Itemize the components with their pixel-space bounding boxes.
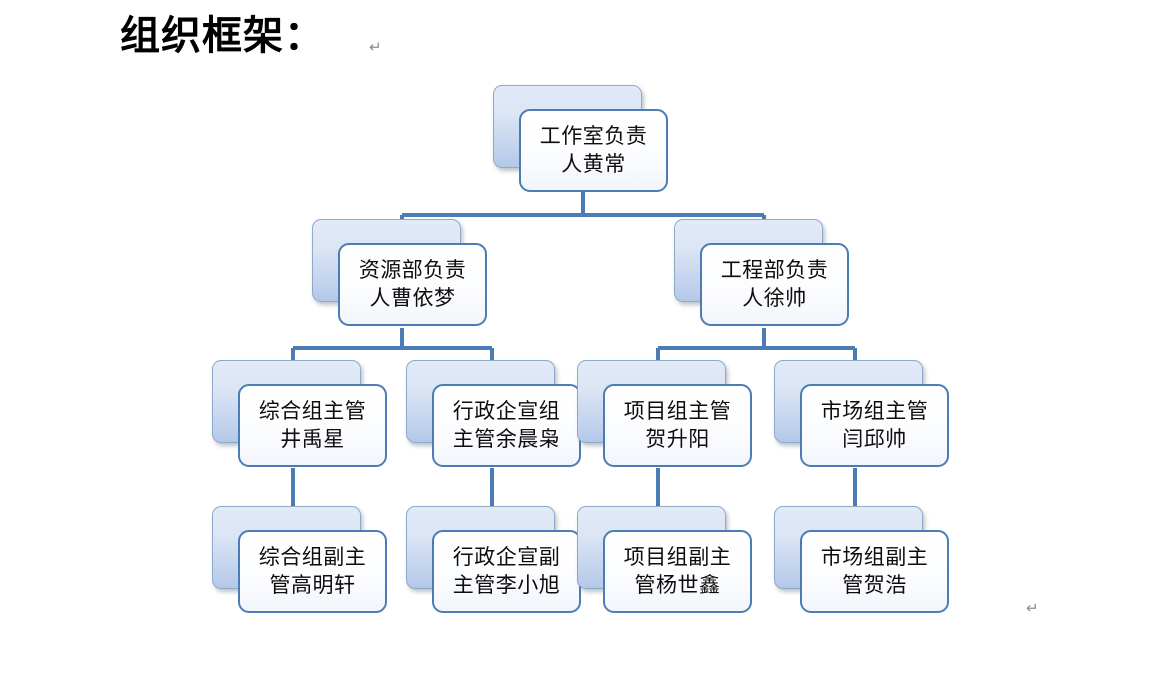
- node-label: 行政企宣副主管李小旭: [452, 545, 561, 597]
- node-label: 综合组副主管高明轩: [258, 545, 367, 597]
- org-node-n2[interactable]: 资源部负责人曹依梦: [312, 219, 487, 326]
- paragraph-mark-icon: ↵: [369, 39, 382, 56]
- node-label: 综合组主管井禹星: [258, 399, 367, 451]
- org-node-n1[interactable]: 工作室负责人黄常: [493, 85, 668, 192]
- node-box[interactable]: 行政企宣组主管余晨枭: [432, 384, 581, 467]
- org-node-n7[interactable]: 市场组主管闫邱帅: [774, 360, 949, 467]
- org-node-n11[interactable]: 市场组副主管贺浩: [774, 506, 949, 613]
- node-box[interactable]: 工作室负责人黄常: [519, 109, 668, 192]
- org-node-n8[interactable]: 综合组副主管高明轩: [212, 506, 387, 613]
- page-title: 组织框架：: [120, 13, 325, 58]
- org-node-n10[interactable]: 项目组副主管杨世鑫: [577, 506, 752, 613]
- node-box[interactable]: 项目组副主管杨世鑫: [603, 530, 752, 613]
- node-box[interactable]: 综合组副主管高明轩: [238, 530, 387, 613]
- node-box[interactable]: 市场组副主管贺浩: [800, 530, 949, 613]
- org-node-n6[interactable]: 项目组主管贺升阳: [577, 360, 752, 467]
- node-box[interactable]: 市场组主管闫邱帅: [800, 384, 949, 467]
- node-label: 项目组主管贺升阳: [623, 399, 732, 451]
- node-label: 市场组副主管贺浩: [820, 545, 929, 597]
- node-box[interactable]: 资源部负责人曹依梦: [338, 243, 487, 326]
- node-box[interactable]: 行政企宣副主管李小旭: [432, 530, 581, 613]
- paragraph-mark-icon: ↵: [1026, 600, 1039, 617]
- org-node-n3[interactable]: 工程部负责人徐帅: [674, 219, 849, 326]
- node-label: 项目组副主管杨世鑫: [623, 545, 732, 597]
- node-label: 行政企宣组主管余晨枭: [452, 399, 561, 451]
- org-node-n5[interactable]: 行政企宣组主管余晨枭: [406, 360, 581, 467]
- node-label: 工作室负责人黄常: [539, 124, 648, 176]
- node-box[interactable]: 工程部负责人徐帅: [700, 243, 849, 326]
- org-node-n4[interactable]: 综合组主管井禹星: [212, 360, 387, 467]
- node-label: 资源部负责人曹依梦: [358, 258, 467, 310]
- node-label: 工程部负责人徐帅: [720, 258, 829, 310]
- org-node-n9[interactable]: 行政企宣副主管李小旭: [406, 506, 581, 613]
- node-label: 市场组主管闫邱帅: [820, 399, 929, 451]
- node-box[interactable]: 项目组主管贺升阳: [603, 384, 752, 467]
- node-box[interactable]: 综合组主管井禹星: [238, 384, 387, 467]
